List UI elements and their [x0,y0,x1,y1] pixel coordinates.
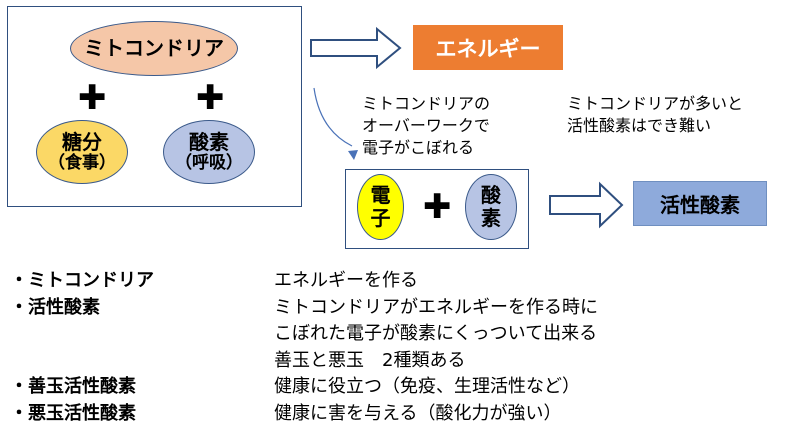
energy-label: エネルギー [435,36,541,61]
note-many-mitochondria: ミトコンドリアが多いと 活性酸素はでき難い [567,94,744,135]
energy-box: エネルギー [413,25,563,70]
definition-term: ・善玉活性酸素 [10,376,136,397]
definition-term: ・悪玉活性酸素 [10,402,136,424]
plus-sign-left: ✚ [78,78,107,118]
definition-text: 健康に害を与える（酸化力が強い） [274,402,562,424]
definition-term: ・ミトコンドリア [10,270,154,291]
plus-sign-electron: ✚ [423,187,452,227]
oxygen-small-ellipse: 酸 素 [465,174,517,240]
sugar-sublabel: （食事） [48,152,116,173]
arrow-to-reactive-oxygen [549,181,624,229]
electron-char-1: 電 [370,183,391,207]
curved-arrow-electron-leak [313,87,353,147]
definition-text: ミトコンドリアがエネルギーを作る時に [274,296,598,318]
definition-text: こぼれた電子が酸素にくっついて出来る [274,323,598,344]
arrow-to-energy [310,26,402,70]
sugar-ellipse: 糖分 （食事） [36,120,128,184]
sugar-label: 糖分 [62,129,102,154]
oxygen-small-char-1: 酸 [481,183,501,207]
curved-arrow-head [348,150,358,160]
oxygen-sublabel: （呼吸） [175,152,243,173]
definition-text: 健康に役立つ（免疫、生理活性など） [274,376,580,397]
definition-text: 善玉と悪玉 2種類ある [274,349,466,371]
oxygen-ellipse: 酸素 （呼吸） [163,120,255,184]
electron-char-2: 子 [370,206,391,230]
plus-sign-right: ✚ [196,78,225,118]
reactive-oxygen-box: 活性酸素 [633,181,767,226]
oxygen-small-char-2: 素 [481,206,501,230]
mitochondria-ellipse: ミトコンドリア [70,21,238,76]
reactive-oxygen-label: 活性酸素 [660,193,740,217]
definition-term: ・活性酸素 [10,296,100,318]
definition-text: エネルギーを作る [274,270,418,291]
electron-ellipse: 電 子 [357,174,404,240]
note-overwork: ミトコンドリアの オーバーワークで 電子がこぼれる [362,94,491,157]
oxygen-label: 酸素 [189,129,229,154]
mitochondria-label: ミトコンドリア [84,36,224,60]
